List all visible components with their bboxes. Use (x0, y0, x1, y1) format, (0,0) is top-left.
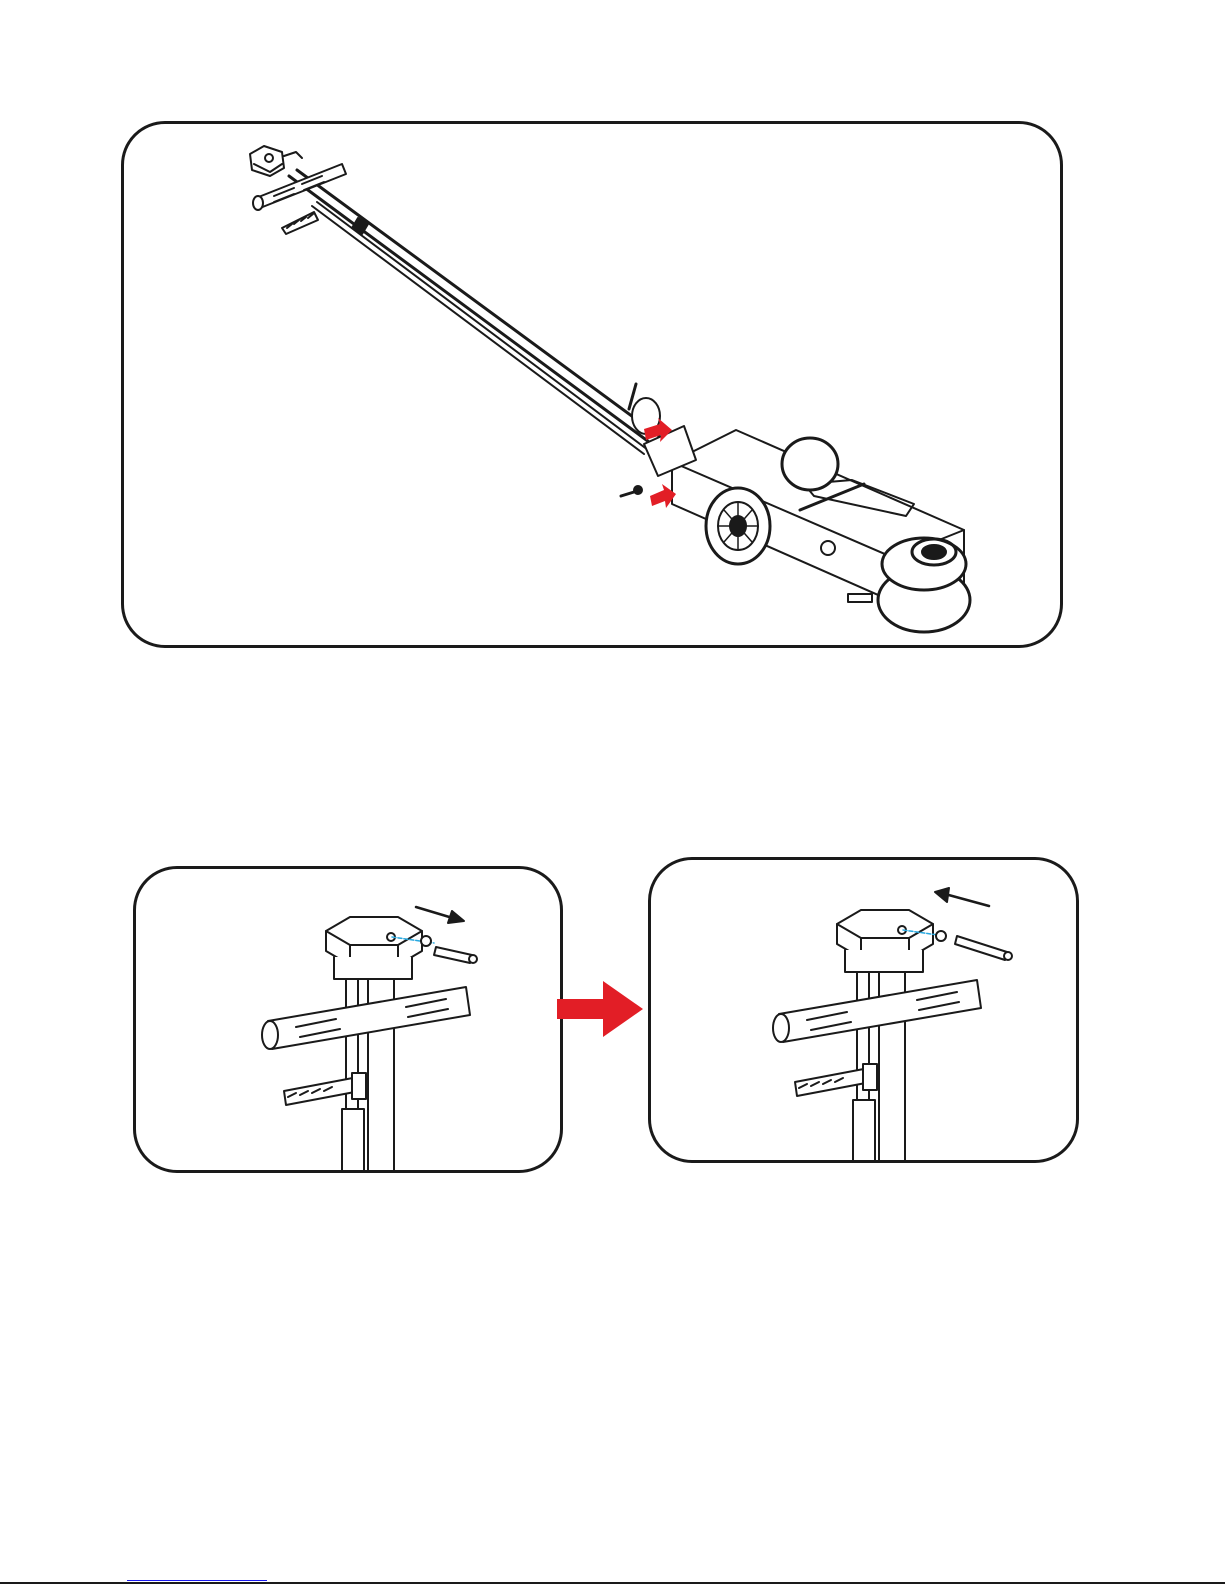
footer-link-underline[interactable] (127, 1580, 267, 1581)
floor-jack-illustration (124, 124, 1060, 645)
page-bottom-rule (0, 1582, 1225, 1584)
step-2-detail-panel (648, 857, 1079, 1163)
fastener-bolt (621, 486, 642, 496)
release-lever (282, 212, 318, 234)
pin-insertion-illustration (651, 860, 1076, 1160)
step-1-detail-panel (133, 866, 563, 1173)
main-illustration-panel (121, 121, 1063, 648)
hex-nut (326, 917, 422, 979)
motion-arrow (945, 894, 989, 906)
lock-pin (421, 936, 477, 963)
hex-nut (837, 910, 933, 972)
handle-top-hex (250, 146, 302, 176)
next-step-arrow (555, 979, 645, 1039)
lock-pin (936, 931, 1012, 960)
jack-body (629, 384, 970, 632)
pin-removal-illustration (136, 869, 560, 1170)
